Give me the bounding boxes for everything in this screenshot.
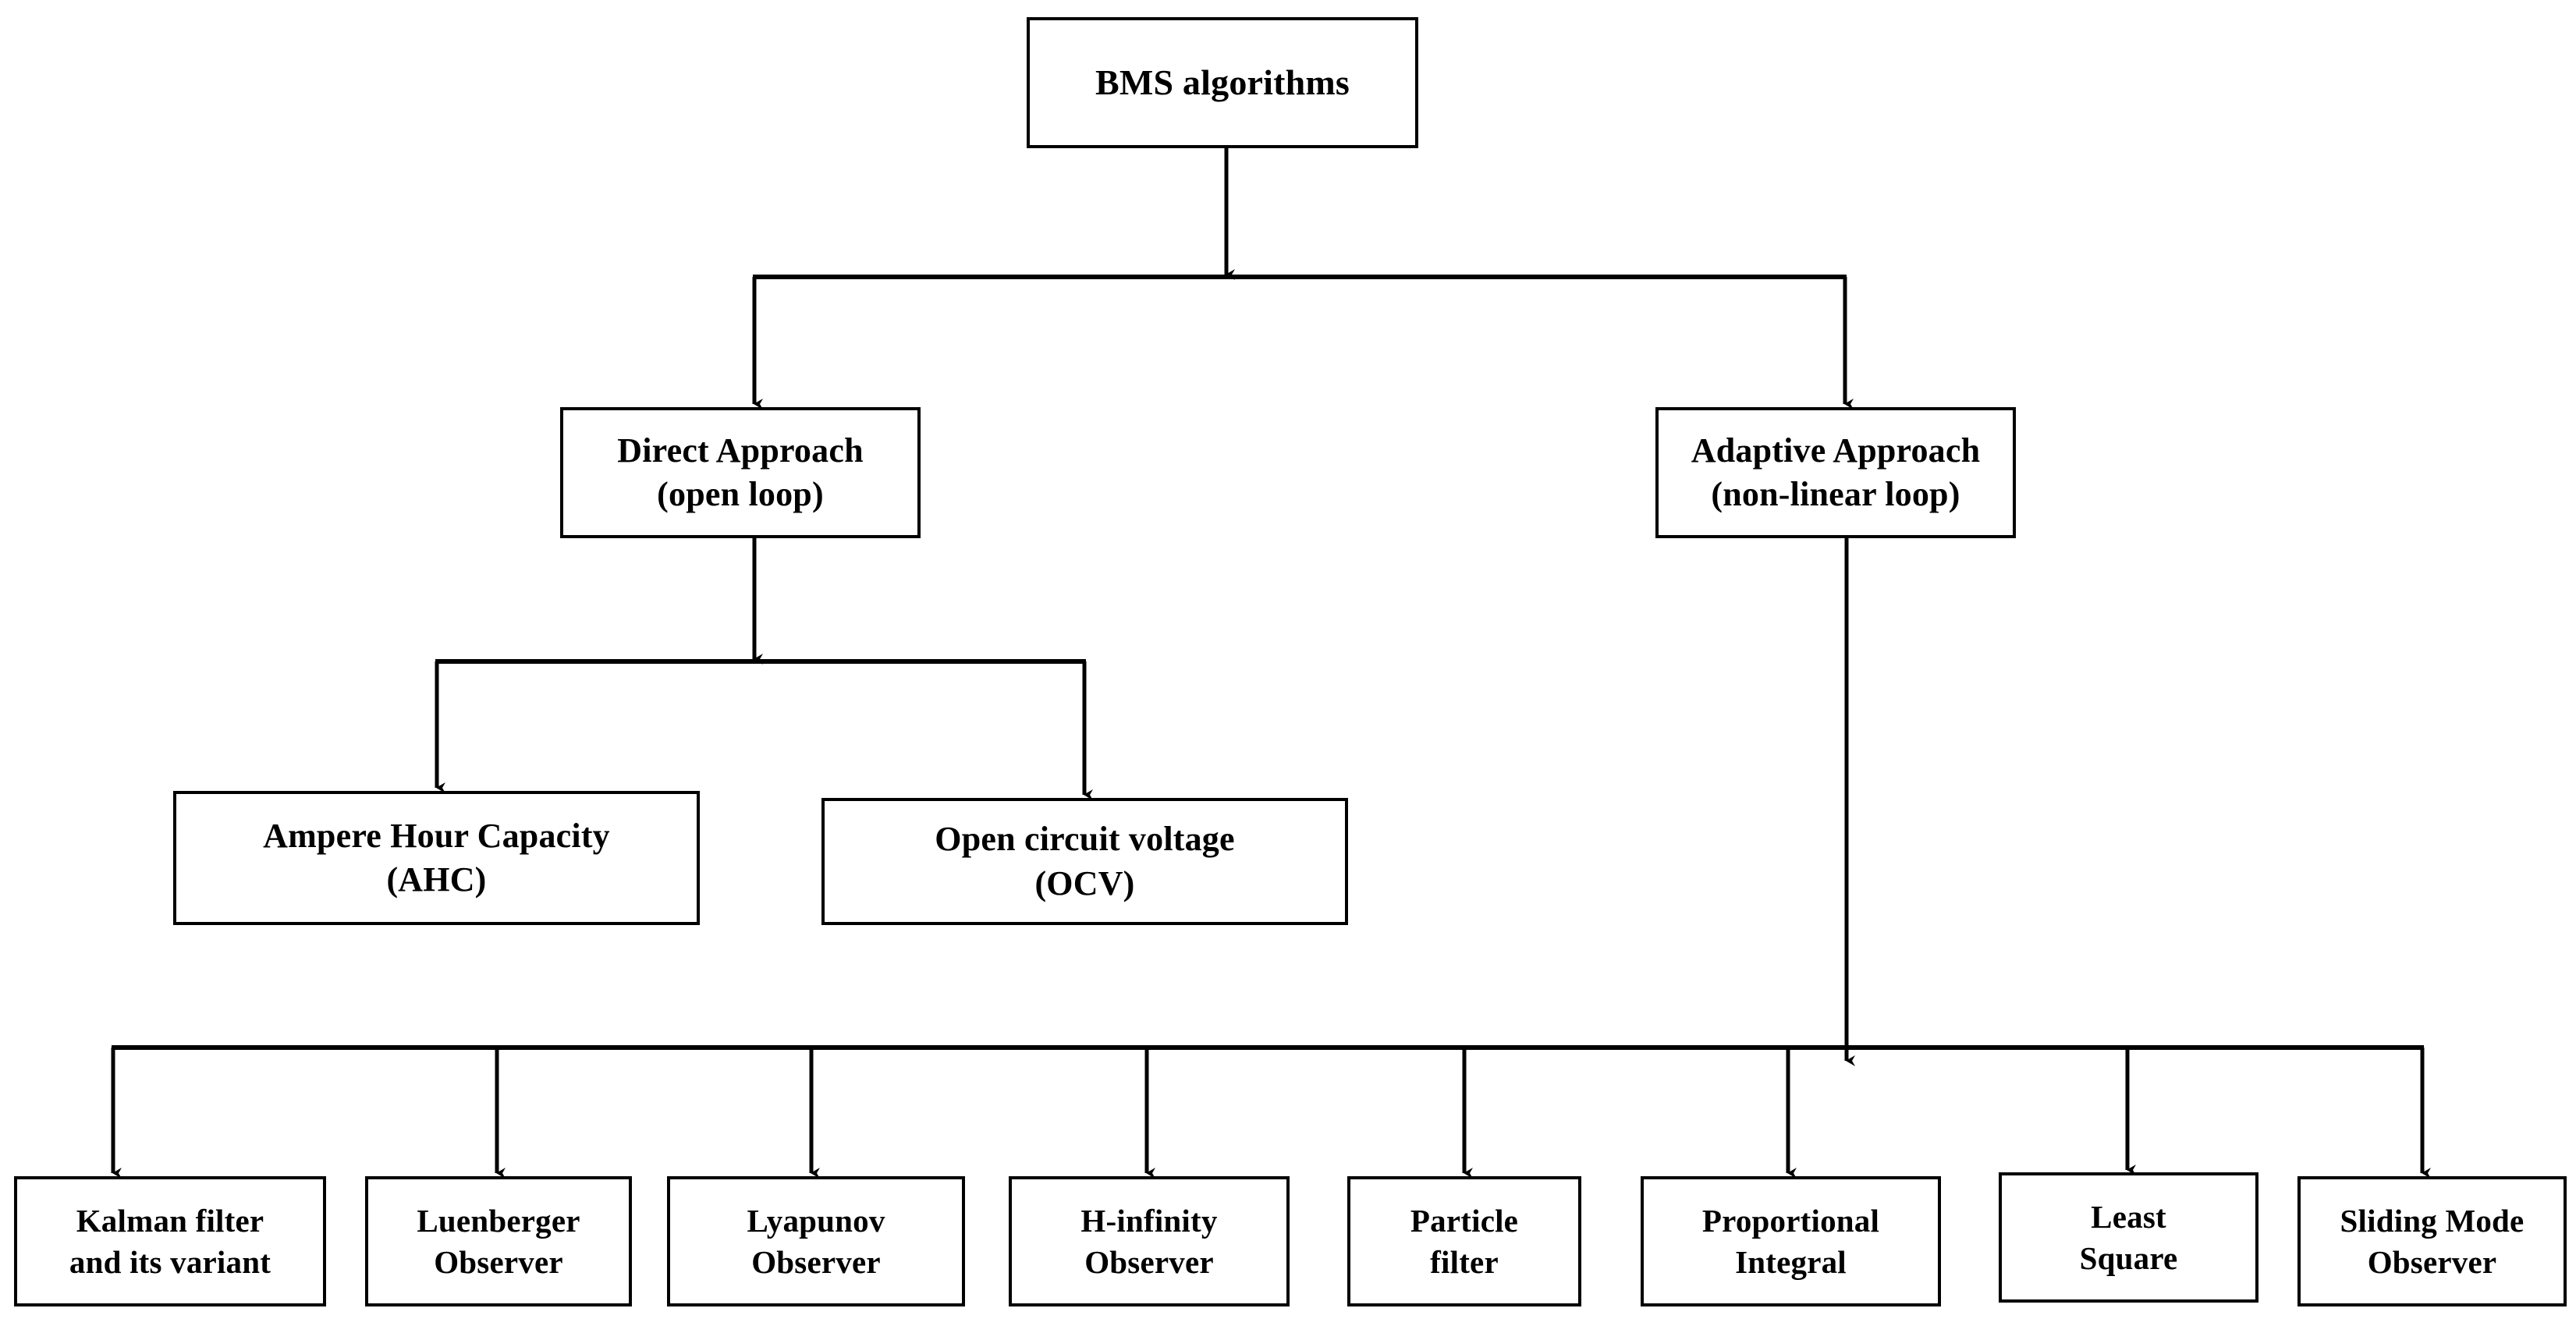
node-label-line: filter — [1430, 1243, 1499, 1280]
node-adaptive-approach[interactable]: Adaptive Approach (non-linear loop) — [1655, 407, 2016, 538]
node-label-line: (open loop) — [657, 475, 824, 513]
node-label-line: Proportional — [1701, 1203, 1880, 1239]
node-luenberger-observer[interactable]: Luenberger Observer — [365, 1176, 632, 1306]
node-label-line: Observer — [1084, 1243, 1214, 1280]
node-particle-filter[interactable]: Particle filter — [1347, 1176, 1581, 1306]
node-label-line: Open circuit voltage — [935, 820, 1235, 859]
node-label-line: Integral — [1735, 1243, 1847, 1280]
node-direct-approach[interactable]: Direct Approach (open loop) — [560, 407, 921, 538]
node-label-line: Square — [2079, 1239, 2178, 1276]
node-label-line: Least — [2091, 1199, 2166, 1236]
node-label-line: BMS algorithms — [1095, 62, 1350, 102]
node-label-line: and its variant — [69, 1243, 271, 1280]
node-label-line: Ampere Hour Capacity — [263, 816, 610, 855]
node-label-line: H-infinity — [1080, 1203, 1218, 1239]
node-label-line: (AHC) — [386, 860, 487, 899]
node-sliding-mode-observer[interactable]: Sliding Mode Observer — [2297, 1176, 2567, 1306]
node-label-line: Particle — [1410, 1203, 1519, 1239]
node-h-infinity-observer[interactable]: H-infinity Observer — [1009, 1176, 1290, 1306]
node-label-line: Observer — [434, 1243, 563, 1280]
node-label-line: Observer — [751, 1243, 881, 1280]
node-label-line: Luenberger — [417, 1203, 580, 1239]
node-label-line: Adaptive Approach — [1691, 431, 1981, 470]
node-label-line: (non-linear loop) — [1711, 475, 1960, 513]
node-label-line: Lyapunov — [747, 1203, 885, 1239]
node-label-line: Sliding Mode — [2340, 1203, 2525, 1239]
node-least-square[interactable]: Least Square — [1999, 1172, 2258, 1303]
node-kalman-filter[interactable]: Kalman filter and its variant — [14, 1176, 326, 1306]
node-label-line: (OCV) — [1034, 863, 1135, 902]
node-open-circuit-voltage[interactable]: Open circuit voltage (OCV) — [821, 798, 1348, 925]
node-label-line: Direct Approach — [617, 431, 864, 470]
node-lyapunov-observer[interactable]: Lyapunov Observer — [667, 1176, 965, 1306]
node-proportional-integral[interactable]: Proportional Integral — [1641, 1176, 1941, 1306]
node-bms-algorithms[interactable]: BMS algorithms — [1027, 17, 1418, 148]
node-label-line: Kalman filter — [76, 1203, 264, 1239]
node-label-line: Observer — [2367, 1243, 2497, 1280]
node-ampere-hour-capacity[interactable]: Ampere Hour Capacity (AHC) — [173, 791, 700, 925]
